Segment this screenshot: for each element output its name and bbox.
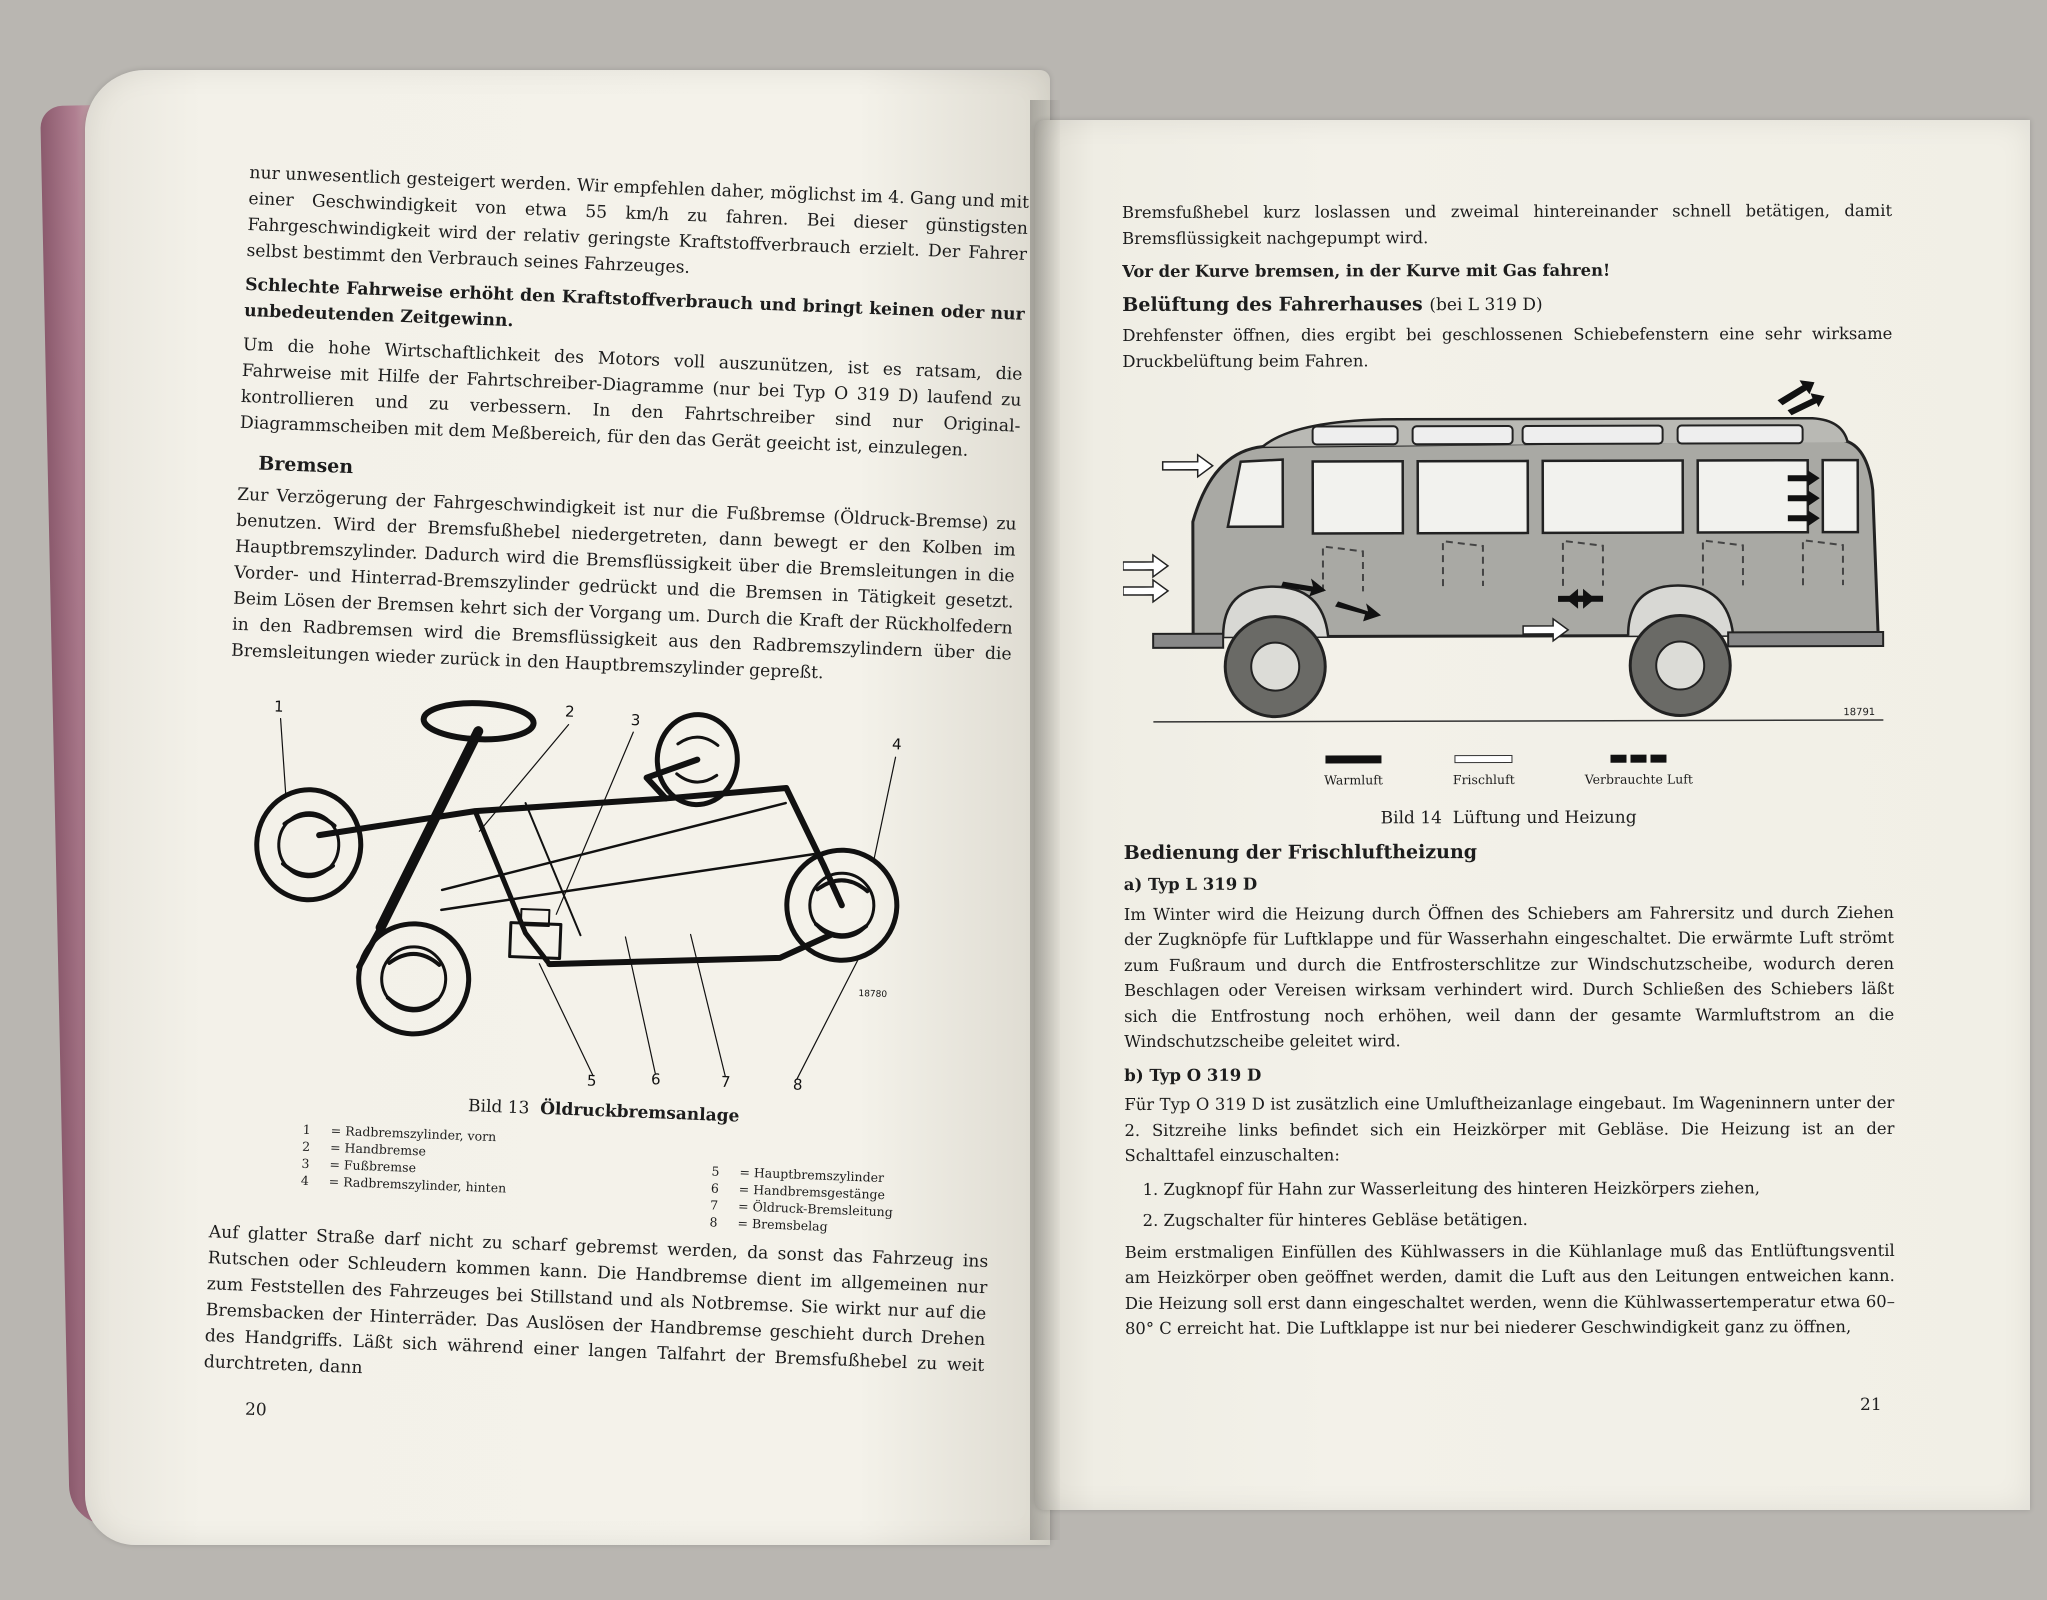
callout-7: 7 — [721, 1073, 731, 1091]
left-para-3: Um die hohe Wirtschaftlichkeit des Motor… — [239, 334, 1023, 461]
callout-8: 8 — [793, 1076, 803, 1094]
heading-bedienung: Bedienung der Frischluftheizung — [1123, 840, 1478, 864]
left-page-number: 20 — [244, 1399, 268, 1421]
subheading-typ-o319d: b) Typ O 319 D — [1124, 1065, 1262, 1085]
figure-brake-system: 1 2 3 4 5 6 7 8 18780 — [215, 672, 1010, 1110]
book-gutter — [1030, 100, 1060, 1540]
left-page-content: nur unwesentlich gesteigert werden. Wir … — [203, 160, 1029, 1413]
figure-13-title: Öldruckbremsanlage — [539, 1098, 740, 1127]
callout-6: 6 — [651, 1070, 661, 1088]
heating-steps-list: 1. Zugknopf für Hahn zur Wasserleitung d… — [1125, 1174, 1895, 1233]
right-para-1: Bremsfußhebel kurz loslassen und zweimal… — [1122, 200, 1893, 248]
figure-14-legend: Warmluft Frischluft Verbrauchte Luft — [1123, 753, 1893, 793]
right-para-2-bold: Vor der Kurve bremsen, in der Kurve mit … — [1122, 260, 1611, 281]
legend-warmluft-label: Warmluft — [1324, 771, 1383, 787]
legend-frischluft: Frischluft — [1453, 754, 1515, 792]
left-para-4: Zur Verzögerung der Fahrgeschwindigkeit … — [230, 484, 1017, 684]
figure-14-title: Lüftung und Heizung — [1452, 807, 1637, 829]
heading-belueftung: Belüftung des Fahrerhauses (bei L 319 D) — [1122, 290, 1892, 319]
callout-1: 1 — [274, 697, 284, 715]
right-para-c: Beim erstmaligen Einfüllen des Kühlwasse… — [1124, 1240, 1895, 1338]
verbrauchte-luft-swatch — [1610, 754, 1667, 763]
right-page — [1035, 120, 2030, 1510]
right-para-b: Für Typ O 319 D ist zusätzlich eine Umlu… — [1124, 1092, 1895, 1165]
list-item: 1. Zugknopf für Hahn zur Wasserleitung d… — [1142, 1177, 1760, 1199]
right-page-content: Bremsfußhebel kurz loslassen und zweimal… — [1122, 198, 1895, 1350]
callout-3: 3 — [630, 711, 640, 729]
legend-warmluft: Warmluft — [1324, 754, 1383, 793]
figure-14-caption: Bild 14 Lüftung und Heizung — [1124, 805, 1894, 833]
legend-verbrauchte-luft: Verbrauchte Luft — [1585, 754, 1693, 792]
callout-4: 4 — [892, 735, 902, 753]
figure-14-code: 18791 — [1843, 707, 1875, 718]
callout-2: 2 — [565, 703, 575, 721]
heading-belueftung-suffix: (bei L 319 D) — [1429, 294, 1543, 315]
legend-verbrauchte-luft-label: Verbrauchte Luft — [1584, 771, 1693, 787]
figure-14-number: Bild 14 — [1380, 808, 1442, 829]
subheading-typ-l319d: a) Typ L 319 D — [1123, 874, 1258, 894]
list-item: 2. Zugschalter für hinteres Gebläse betä… — [1142, 1209, 1528, 1230]
heading-belueftung-text: Belüftung des Fahrerhauses — [1122, 292, 1423, 316]
right-page-number: 21 — [1860, 1395, 1882, 1415]
figure-13-number: Bild 13 — [467, 1096, 530, 1119]
legend-frischluft-label: Frischluft — [1452, 771, 1515, 787]
figure-bus-ventilation: 18791 — [1122, 380, 1893, 750]
callout-5: 5 — [587, 1072, 597, 1090]
right-para-a: Im Winter wird die Heizung durch Öffnen … — [1123, 902, 1895, 1051]
figure-13-legend: 1= Radbremszylinder, vorn 2= Handbremse … — [210, 1117, 993, 1241]
warmluft-swatch — [1325, 754, 1382, 763]
brake-system-diagram: 1 2 3 4 5 6 7 8 18780 — [254, 697, 902, 1094]
frischluft-swatch — [1454, 754, 1513, 763]
figure-13-code: 18780 — [858, 989, 887, 1000]
right-para-3: Drehfenster öffnen, dies ergibt bei gesc… — [1122, 323, 1893, 371]
left-para-5: Auf glatter Straße darf nicht zu scharf … — [203, 1222, 989, 1379]
bus-ventilation-diagram: 18791 — [1122, 380, 1885, 723]
